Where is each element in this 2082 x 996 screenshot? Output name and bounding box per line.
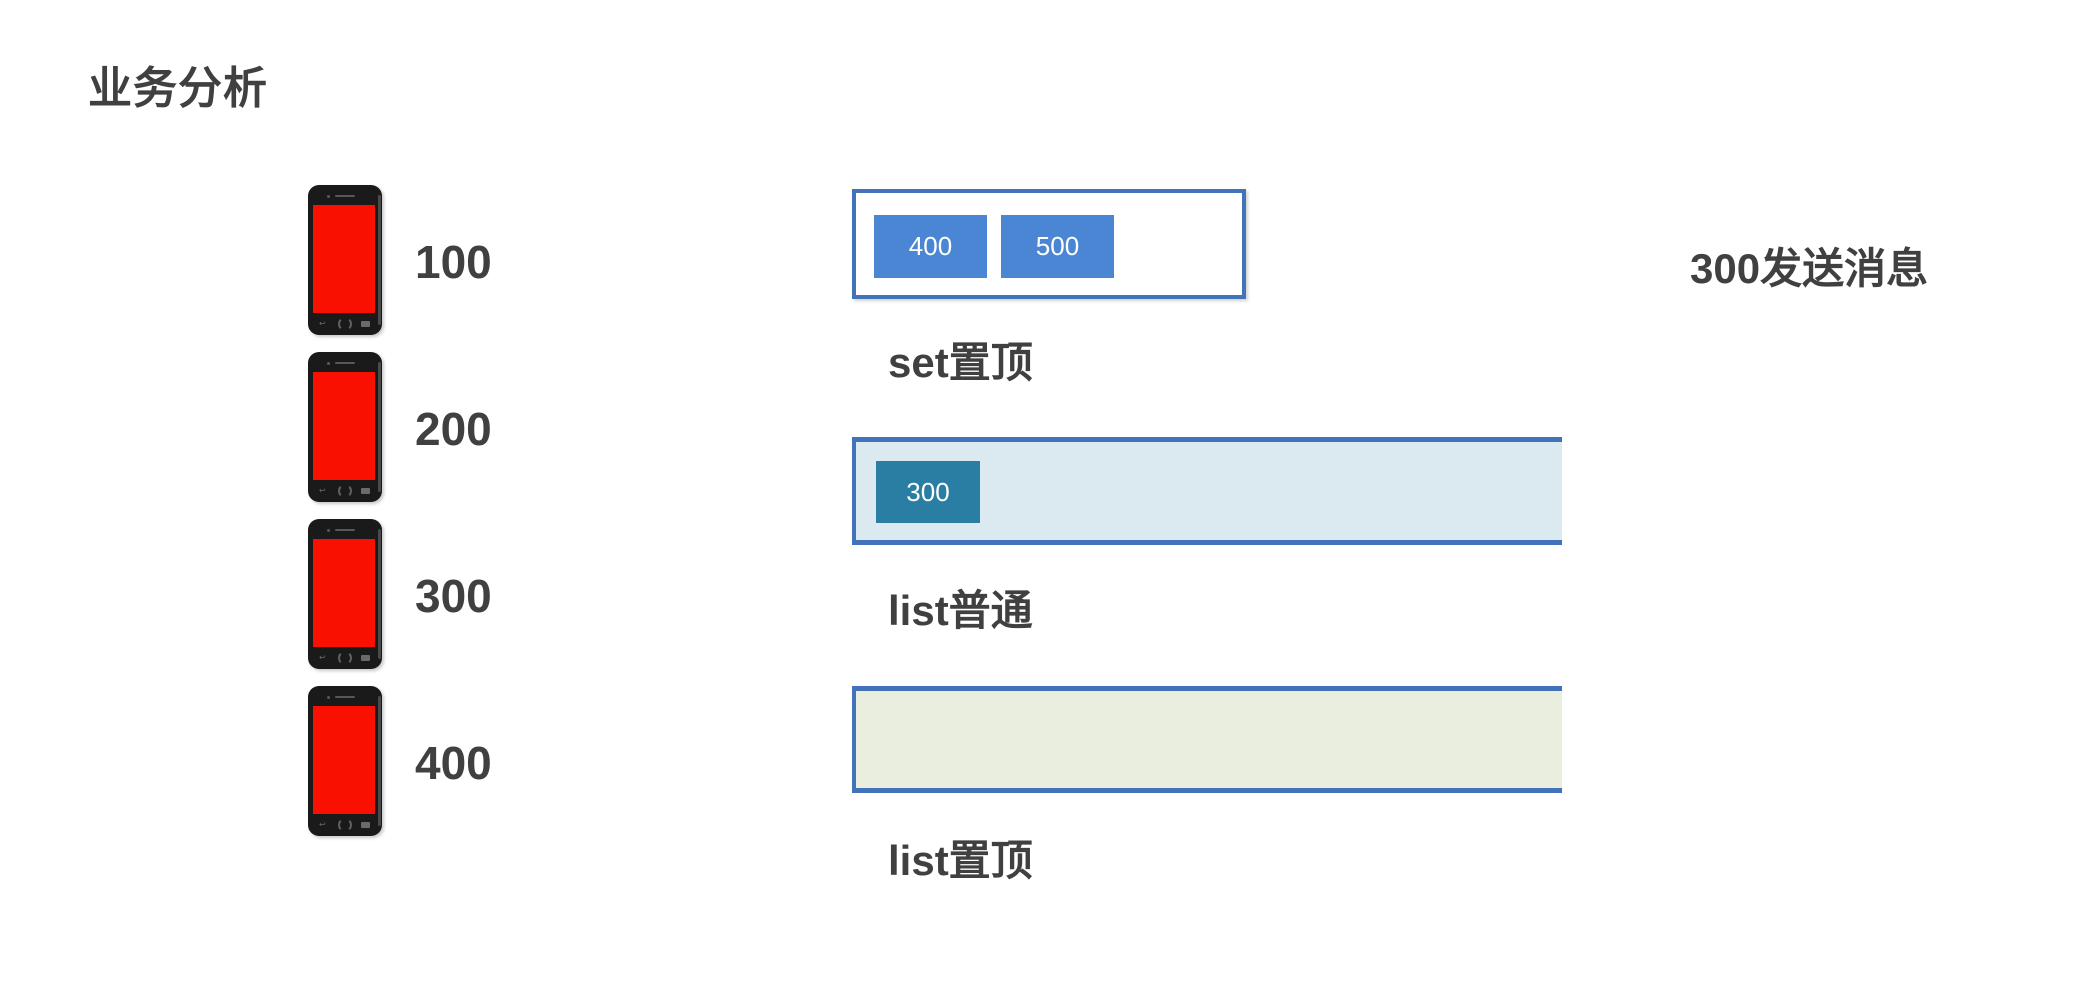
phone-value-label: 100 [415, 236, 492, 288]
phone-value-label: 200 [415, 403, 492, 455]
chip-300[interactable]: 300 [876, 461, 980, 523]
panel-caption-set-top: set置顶 [888, 339, 1033, 386]
smartphone-icon: ↩ [305, 686, 387, 841]
panel-caption-list-top: list置顶 [888, 837, 1033, 884]
page-title: 业务分析 [88, 64, 268, 113]
smartphone-icon: ↩ [305, 185, 387, 340]
panel-list-top [852, 686, 1562, 793]
smartphone-icon: ↩ [305, 352, 387, 507]
panel-caption-list-normal: list普通 [888, 587, 1033, 634]
chip-500[interactable]: 500 [1001, 215, 1114, 278]
annotation-send-message: 300发送消息 [1690, 245, 1929, 292]
chip-400[interactable]: 400 [874, 215, 987, 278]
phone-value-label: 300 [415, 570, 492, 622]
panel-set-top: 400 500 [852, 189, 1246, 299]
chip-row: 400 500 [874, 215, 1114, 278]
phone-value-label: 400 [415, 737, 492, 789]
smartphone-icon: ↩ [305, 519, 387, 674]
panel-list-normal: 300 [852, 437, 1562, 545]
panel-stack: 400 500 set置顶 300 list普通 list置顶 [852, 189, 1562, 884]
